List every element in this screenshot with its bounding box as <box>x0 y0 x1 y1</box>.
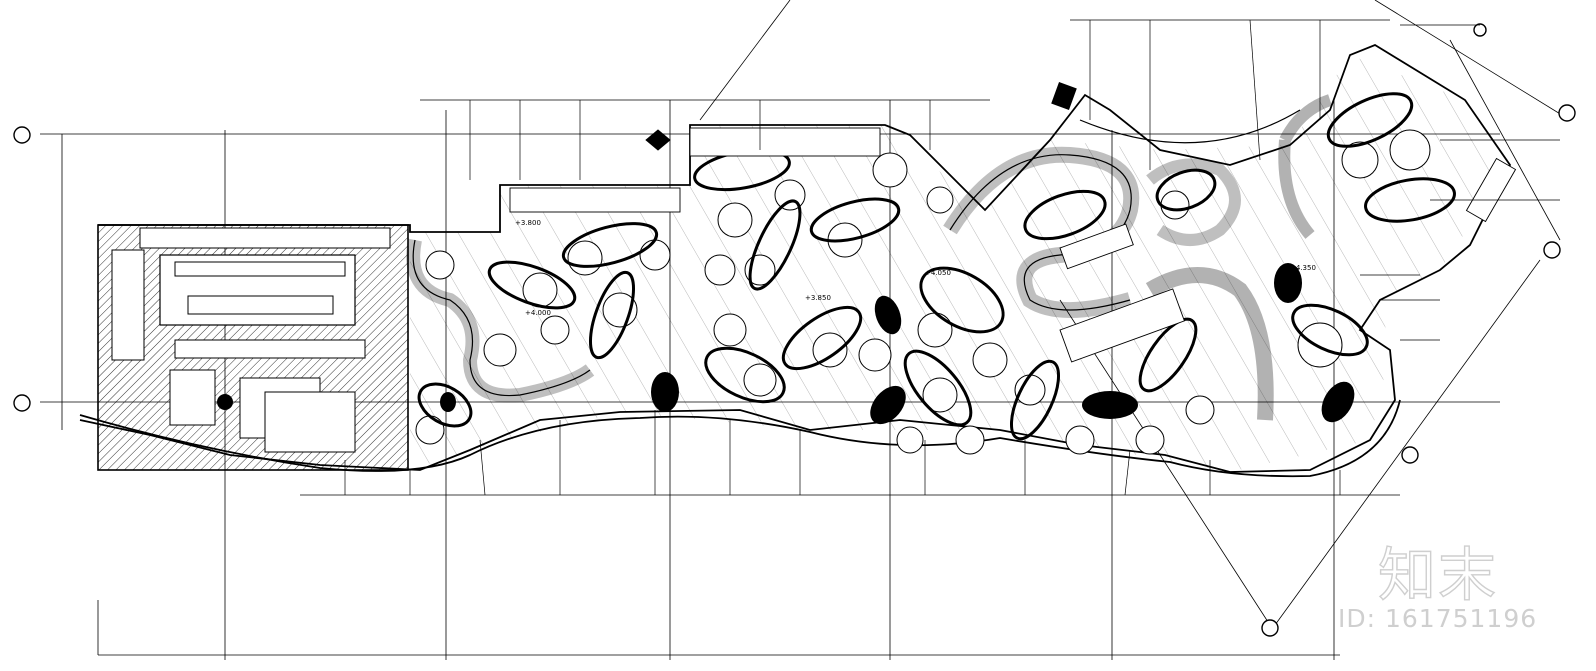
svg-text:+4.350: +4.350 <box>1290 264 1316 272</box>
filled-ellipses <box>440 263 1355 425</box>
booth-rows <box>509 82 1517 363</box>
axis-bubbles <box>13 23 1576 637</box>
dining-grid <box>410 55 1510 472</box>
level-marks: +4.000 +3.800 +4.050 +3.850 +4.350 <box>515 219 1316 317</box>
svg-text:+4.000: +4.000 <box>525 309 551 317</box>
svg-text:+4.050: +4.050 <box>925 269 951 277</box>
watermark-id: ID: 161751196 <box>1338 604 1538 633</box>
svg-text:+3.800: +3.800 <box>515 219 541 227</box>
kitchen-block <box>97 224 409 471</box>
round-tables <box>415 129 1431 455</box>
annotation-leaders <box>300 19 1560 496</box>
watermark-logo: 知末 <box>1377 540 1499 609</box>
svg-text:+3.850: +3.850 <box>805 294 831 302</box>
